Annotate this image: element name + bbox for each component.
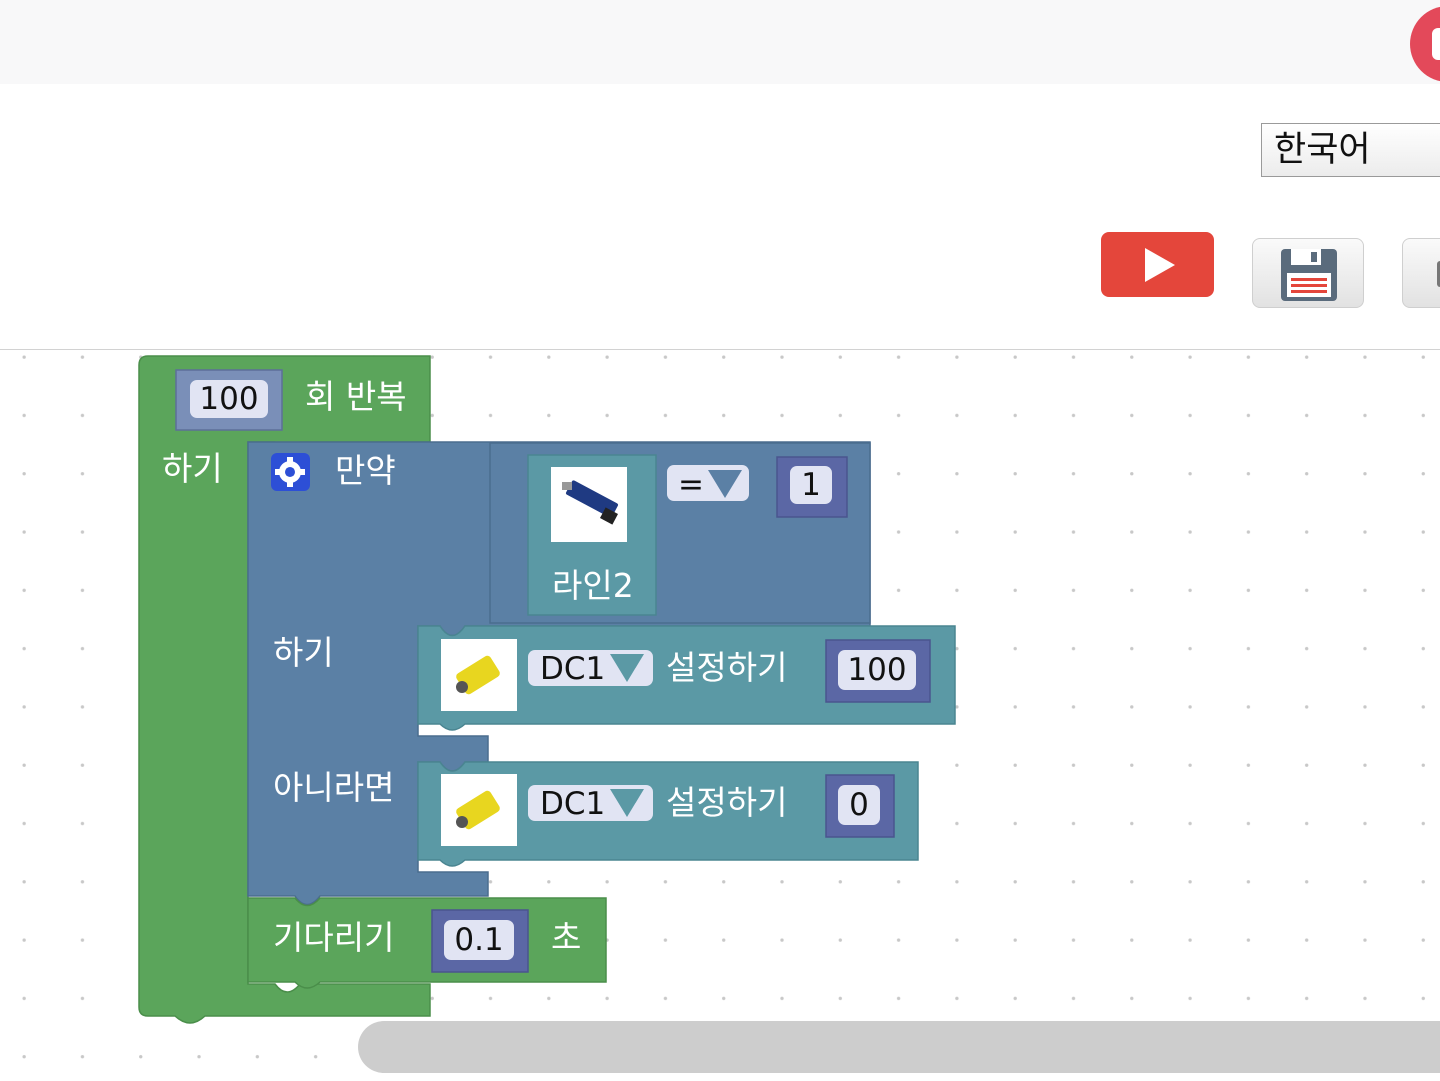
wait-label: 기다리기 — [273, 918, 395, 957]
motor-value-field-then[interactable]: 100 — [838, 650, 916, 690]
sensor-label: 라인2 — [552, 566, 634, 605]
save-button[interactable] — [1252, 238, 1364, 308]
run-button[interactable] — [1101, 232, 1214, 297]
dc-motor-icon-else — [456, 790, 500, 830]
motor-dropdown-else[interactable]: DC1 — [540, 786, 606, 822]
top-bar — [0, 0, 1440, 84]
motor-value-field-else[interactable]: 0 — [838, 785, 880, 825]
gear-icon — [275, 457, 305, 487]
repeat-label: 회 반복 — [305, 377, 407, 416]
compare-value-field[interactable]: 1 — [790, 466, 832, 504]
stop-icon — [1432, 28, 1440, 60]
play-icon — [1145, 248, 1175, 282]
operator-dropdown[interactable]: = — [678, 467, 704, 503]
wait-unit-label: 초 — [551, 918, 582, 957]
motor-set-label-else: 설정하기 — [666, 783, 788, 822]
more-icon — [1437, 261, 1440, 287]
motor-dropdown-then[interactable]: DC1 — [540, 651, 606, 687]
language-select[interactable]: 한국어 — [1261, 123, 1440, 177]
repeat-do-label: 하기 — [162, 449, 223, 488]
motor-dropdown-arrow-icon-else — [610, 789, 644, 817]
motor-set-label-then: 설정하기 — [666, 648, 788, 687]
if-label: 만약 — [335, 451, 396, 490]
then-label: 하기 — [273, 633, 334, 672]
line-sensor-icon — [562, 480, 619, 525]
floppy-disk-icon — [1281, 249, 1337, 301]
dc-motor-icon-then — [456, 655, 500, 695]
horizontal-scrollbar[interactable] — [358, 1021, 1440, 1073]
else-label: 아니라면 — [273, 768, 395, 807]
more-button[interactable] — [1402, 238, 1440, 308]
operator-dropdown-arrow-icon — [708, 470, 742, 498]
repeat-count-field[interactable]: 100 — [190, 380, 268, 418]
motor-dropdown-arrow-icon-then — [610, 654, 644, 682]
wait-value-field[interactable]: 0.1 — [444, 920, 514, 960]
